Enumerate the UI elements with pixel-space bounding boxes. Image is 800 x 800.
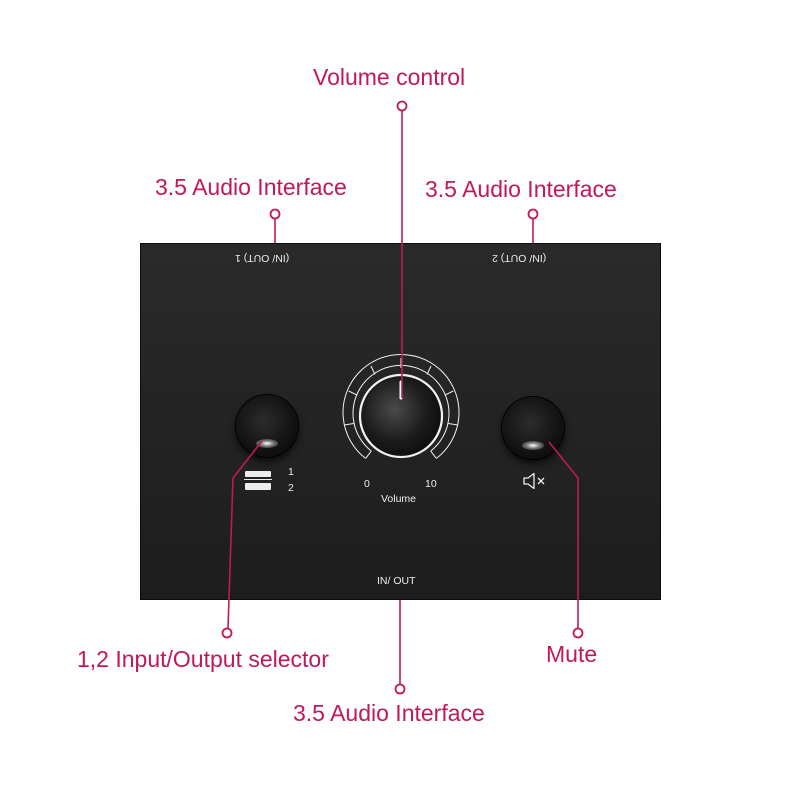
volume-max-label: 10	[425, 478, 437, 490]
audio-interface-left-callout: 3.5 Audio Interface	[155, 174, 347, 200]
audio-switch-device: (IN/ OUT) 1 (IN/ OUT) 2 1 2	[140, 243, 661, 600]
mute-callout-dot	[572, 627, 584, 639]
volume-label: Volume	[381, 493, 417, 505]
mute-callout: Mute	[546, 641, 598, 667]
volume-min-label: 0	[364, 478, 370, 490]
selector-button[interactable]	[236, 395, 298, 457]
audio-bottom-callout-dot	[394, 683, 406, 695]
volume-callout-dot	[396, 100, 408, 112]
audio-right-callout-dot	[527, 208, 539, 220]
mute-leader-line	[548, 441, 579, 628]
audio-left-callout-dot	[269, 208, 281, 220]
selector-callout: 1,2 Input/Output selector	[77, 646, 329, 672]
selector-callout-dot	[221, 627, 233, 639]
bottom-port-label: IN/ OUT	[377, 575, 416, 587]
selector-button-highlight	[256, 439, 278, 448]
audio-interface-bottom-callout: 3.5 Audio Interface	[293, 700, 485, 726]
selector-option-2: 2	[288, 482, 294, 494]
audio-interface-right-callout: 3.5 Audio Interface	[425, 176, 617, 202]
selector-option-1: 1	[288, 466, 294, 478]
mute-button-highlight	[522, 441, 544, 450]
volume-control-callout: Volume control	[313, 64, 466, 90]
speaker-mute-icon	[523, 472, 545, 490]
volume-knob[interactable]	[331, 346, 471, 486]
switch-bars-icon	[244, 471, 272, 490]
selector-leader-line	[227, 440, 263, 629]
